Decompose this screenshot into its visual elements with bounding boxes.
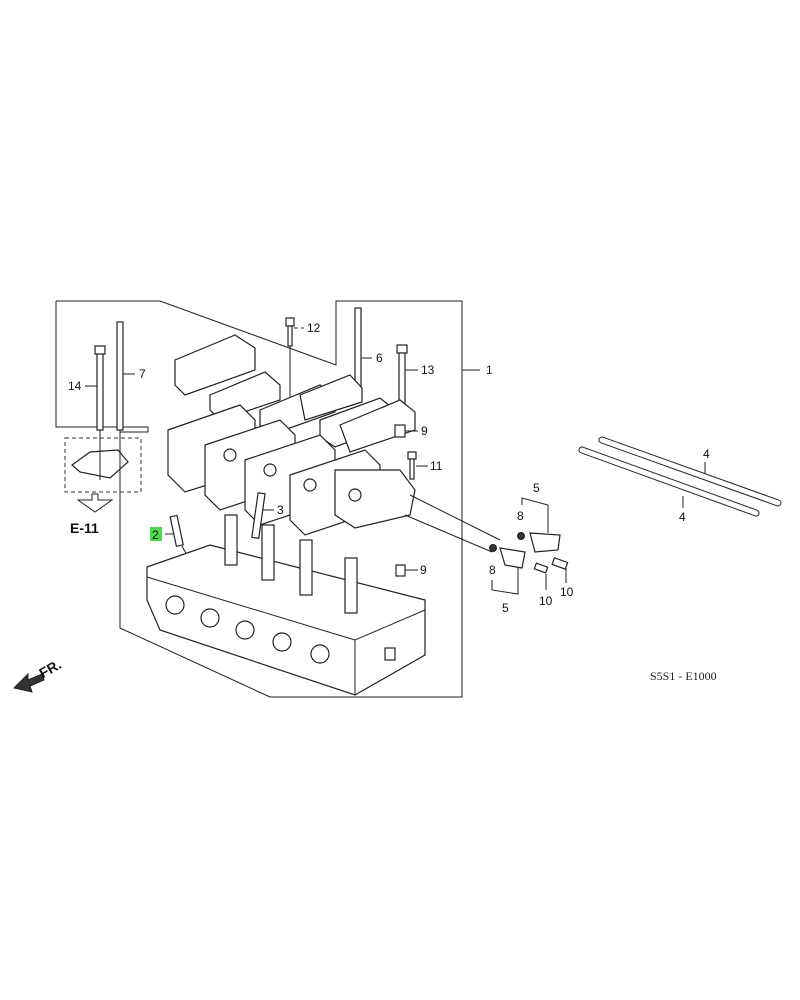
- callout-3[interactable]: 3: [277, 503, 284, 517]
- callout-1: 1: [486, 363, 493, 377]
- callout-5-upper[interactable]: 5: [533, 481, 540, 495]
- bolt-14: [96, 349, 104, 431]
- callout-10-left[interactable]: 10: [539, 594, 553, 608]
- highlight-callout-2: [150, 527, 162, 541]
- callout-6[interactable]: 6: [376, 351, 383, 365]
- lost-motion-assembly-5-lower: [499, 547, 526, 569]
- bolt-11: [409, 458, 415, 480]
- e11-reference-box: [64, 437, 142, 493]
- callout-14[interactable]: 14: [68, 379, 82, 393]
- callout-9-lower[interactable]: 9: [420, 563, 427, 577]
- callout-11[interactable]: 11: [430, 459, 443, 473]
- callout-13[interactable]: 13: [421, 363, 435, 377]
- rocker-shafts: [578, 436, 782, 517]
- callout-5-lower[interactable]: 5: [502, 601, 509, 615]
- diagram-code: S5S1 - E1000: [650, 669, 717, 683]
- assembly-frame-outline: [55, 300, 463, 698]
- washer-8-upper: [517, 532, 525, 540]
- callout-2[interactable]: 2: [152, 528, 159, 542]
- oil-pipe-3: [251, 492, 266, 540]
- dowel-pin-9-upper: [394, 424, 406, 438]
- lost-motion-assembly-5-upper: [529, 532, 561, 553]
- callout-4-upper[interactable]: 4: [703, 447, 710, 461]
- bolt-10-right: [551, 557, 569, 570]
- callout-10-right[interactable]: 10: [560, 585, 574, 599]
- stud-7: [116, 321, 124, 431]
- front-direction-arrow-icon: [13, 672, 45, 693]
- callout-9-upper[interactable]: 9: [421, 424, 428, 438]
- callout-7[interactable]: 7: [139, 367, 146, 381]
- stud-2: [169, 514, 184, 547]
- washer-8-lower: [489, 544, 497, 552]
- cylinder-head: [146, 514, 426, 696]
- reference-e11[interactable]: E-11: [70, 520, 99, 536]
- bolt-10-left: [533, 562, 549, 574]
- rocker-arm-assemblies: [167, 404, 416, 536]
- callout-4-lower[interactable]: 4: [679, 510, 686, 524]
- dowel-pin-9-lower: [395, 564, 406, 577]
- callout-12[interactable]: 12: [307, 321, 321, 335]
- callout-8-lower[interactable]: 8: [489, 563, 496, 577]
- reference-arrow-icon: [76, 493, 114, 513]
- bolt-12: [285, 317, 295, 327]
- callout-8-upper[interactable]: 8: [517, 509, 524, 523]
